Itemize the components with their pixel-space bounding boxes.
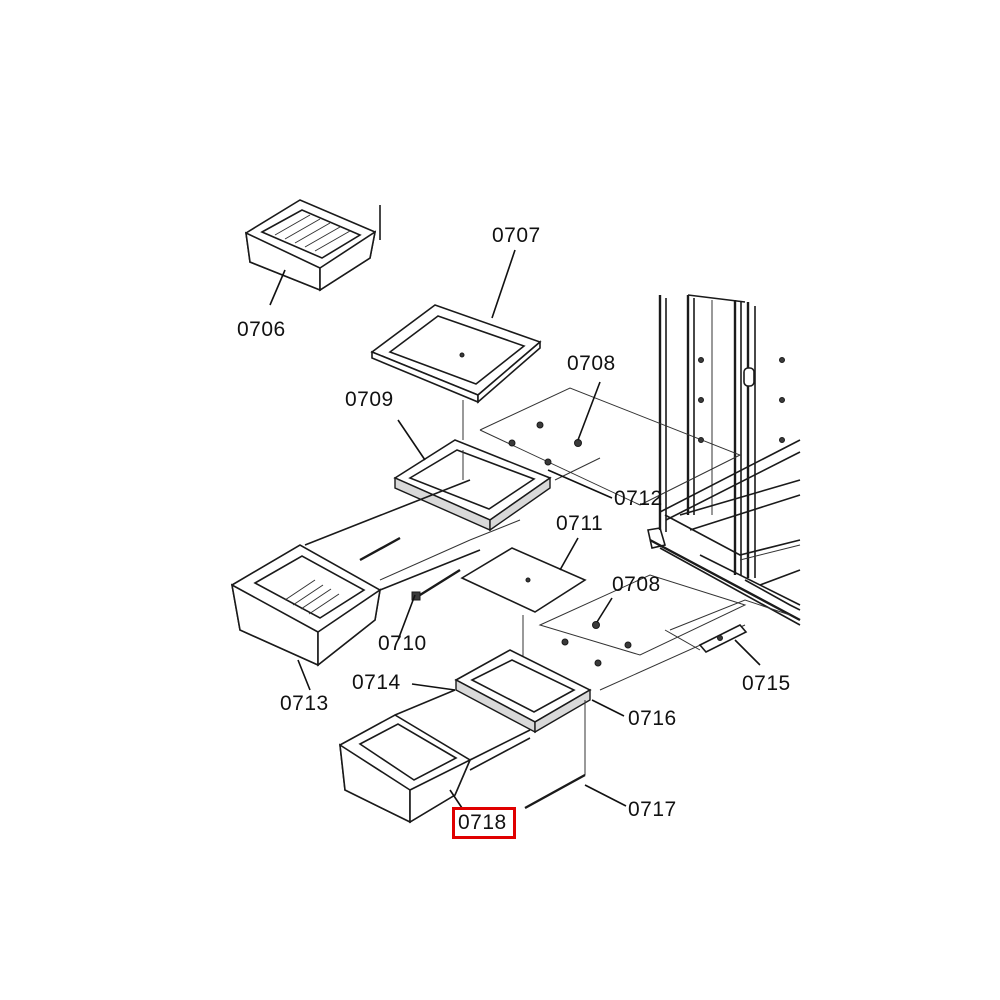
label-0711: 0711 xyxy=(556,512,604,535)
label-0717: 0717 xyxy=(628,798,677,821)
label-0708-upper: 0708 xyxy=(567,352,616,375)
label-0718: 0718 xyxy=(458,811,507,834)
label-0714: 0714 xyxy=(352,671,401,694)
cabinet-side-wall xyxy=(647,294,801,626)
part-0713-drawer xyxy=(230,479,481,667)
label-0713: 0713 xyxy=(280,692,329,715)
part-0715-bracket xyxy=(698,624,748,653)
label-0709: 0709 xyxy=(345,388,394,411)
part-0708-fasteners xyxy=(508,421,632,667)
label-0712: 0712 xyxy=(614,487,663,510)
part-0707-shelf-cover xyxy=(370,304,542,440)
part-0718-drawer xyxy=(339,689,531,824)
part-0706-drawer xyxy=(245,199,381,292)
part-0716-frame xyxy=(454,649,592,734)
label-0715: 0715 xyxy=(742,672,791,695)
highlight-box-0718 xyxy=(452,807,516,839)
label-0708-lower: 0708 xyxy=(612,573,661,596)
label-0710: 0710 xyxy=(378,632,427,655)
part-0709-frame xyxy=(393,439,552,532)
part-0717-rail xyxy=(524,700,586,810)
label-0707: 0707 xyxy=(492,224,541,247)
label-0716: 0716 xyxy=(628,707,677,730)
part-0710-rails xyxy=(359,536,461,602)
label-0706: 0706 xyxy=(237,318,286,341)
leader-lines xyxy=(269,249,761,809)
